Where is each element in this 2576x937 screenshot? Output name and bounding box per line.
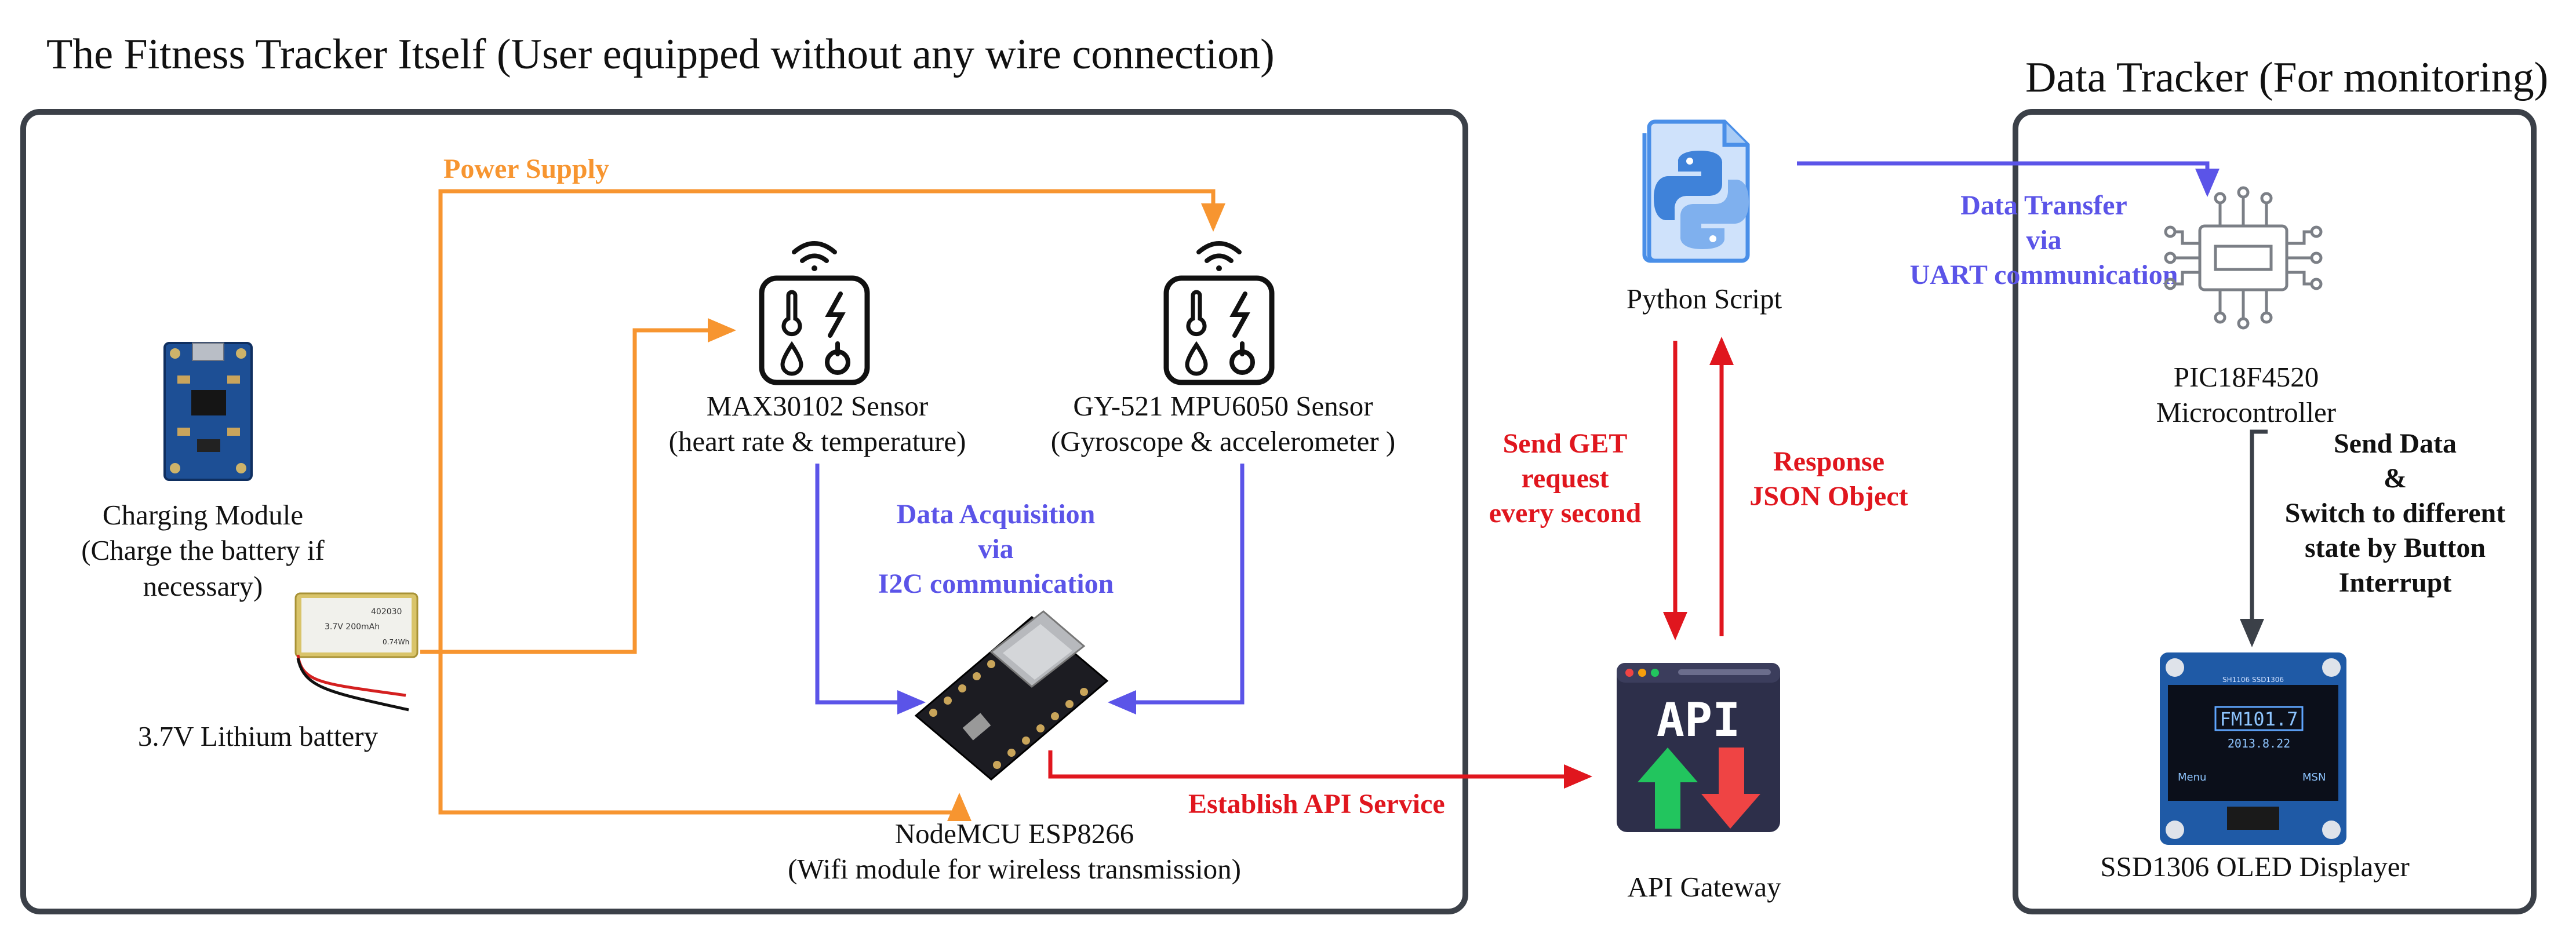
pic-label: PIC18F4520 Microcontroller	[2156, 361, 2337, 429]
oled-label: SSD1306 OLED Displayer	[2100, 851, 2410, 883]
power-line-gy521	[438, 189, 1225, 652]
svg-text:2013.8.22: 2013.8.22	[2228, 737, 2290, 750]
max30102-label: MAX30102 Sensor (heart rate & temperatur…	[668, 390, 966, 458]
fitness-tracker-title: The Fitness Tracker Itself (User equippe…	[46, 31, 1275, 78]
i2c-line-gy521	[1108, 464, 1245, 714]
svg-text:Menu: Menu	[2178, 771, 2206, 783]
battery-icon: 402030 3.7V 200mAh 0.74Wh	[294, 592, 419, 712]
api-gateway-label: API Gateway	[1627, 871, 1781, 903]
svg-text:SH1106 SSD1306: SH1106 SSD1306	[2222, 676, 2284, 684]
i2c-line-max30102	[815, 464, 926, 714]
gy521-label: GY-521 MPU6050 Sensor (Gyroscope & accel…	[1050, 390, 1396, 458]
svg-text:3.7V 200mAh: 3.7V 200mAh	[325, 622, 380, 632]
http-lines	[1048, 337, 1734, 789]
svg-text:402030: 402030	[371, 607, 402, 617]
python-script-label: Python Script	[1626, 283, 1782, 315]
send-get-label: Send GET request every second	[1489, 428, 1642, 528]
data-acquisition-label: Data Acquisition via I2C communication	[878, 499, 1114, 599]
power-supply-label: Power Supply	[443, 154, 609, 184]
power-supply-lines	[420, 189, 1225, 821]
uart-line	[1797, 161, 2220, 197]
send-data-line	[2240, 429, 2268, 647]
battery-label: 3.7V Lithium battery	[137, 720, 379, 752]
power-line-max30102	[420, 318, 736, 654]
svg-text:MSN: MSN	[2302, 771, 2326, 783]
send-data-label: Send Data & Switch to different state by…	[2284, 428, 2506, 598]
power-line-nodemcu	[438, 652, 972, 821]
data-tracker-title: Data Tracker (For monitoring)	[2025, 54, 2549, 101]
data-tracker-frame	[2013, 109, 2537, 914]
oled-display-icon: SH1106 SSD1306 FM101.7 2013.8.22 Menu MS…	[2160, 652, 2346, 845]
gy521-sensor-icon	[1163, 241, 1275, 385]
establish-api-label: Establish API Service	[1188, 789, 1445, 819]
api-service-line	[1048, 750, 1592, 789]
pic-microcontroller-icon	[2164, 186, 2323, 330]
nodemcu-board-icon	[914, 610, 1109, 781]
max30102-sensor-icon	[759, 241, 870, 385]
svg-text:FM101.7: FM101.7	[2220, 708, 2298, 730]
i2c-lines	[815, 161, 2220, 714]
charging-module-icon	[163, 342, 253, 481]
response-label: Response JSON Object	[1749, 446, 1908, 512]
python-script-icon	[1642, 119, 1750, 263]
svg-text:0.74Wh: 0.74Wh	[383, 638, 409, 646]
charging-module-label: Charging Module (Charge the battery if n…	[81, 499, 325, 602]
nodemcu-label: NodeMCU ESP8266 (Wifi module for wireles…	[788, 818, 1241, 885]
data-transfer-label: Data Transfer via UART communication	[1909, 190, 2178, 290]
api-gateway-icon: API	[1617, 663, 1780, 832]
fitness-tracker-frame	[20, 109, 1468, 914]
svg-text:API: API	[1657, 693, 1741, 747]
